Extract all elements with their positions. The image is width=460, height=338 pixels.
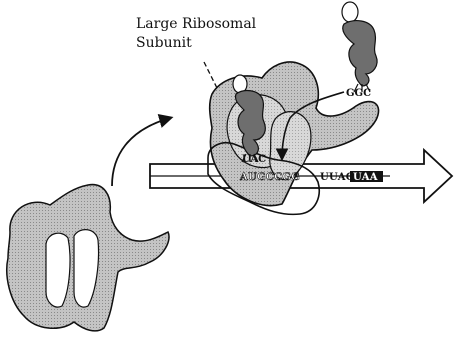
annotation-pointer xyxy=(204,62,218,90)
trna-left-anticodon: UAC xyxy=(242,154,266,165)
incoming-trna xyxy=(342,2,377,92)
trna-right-anticodon: GGC xyxy=(346,88,371,99)
mrna-seq-start: AUGCCGG xyxy=(239,172,300,183)
annotation-line-1: Large Ribosomal xyxy=(136,16,256,33)
mrna-seq-middle: UUAC xyxy=(320,172,354,183)
free-small-subunit xyxy=(7,185,169,331)
annotation-line-2: Subunit xyxy=(136,35,192,52)
mrna-stop-codon: UAA xyxy=(353,172,378,183)
